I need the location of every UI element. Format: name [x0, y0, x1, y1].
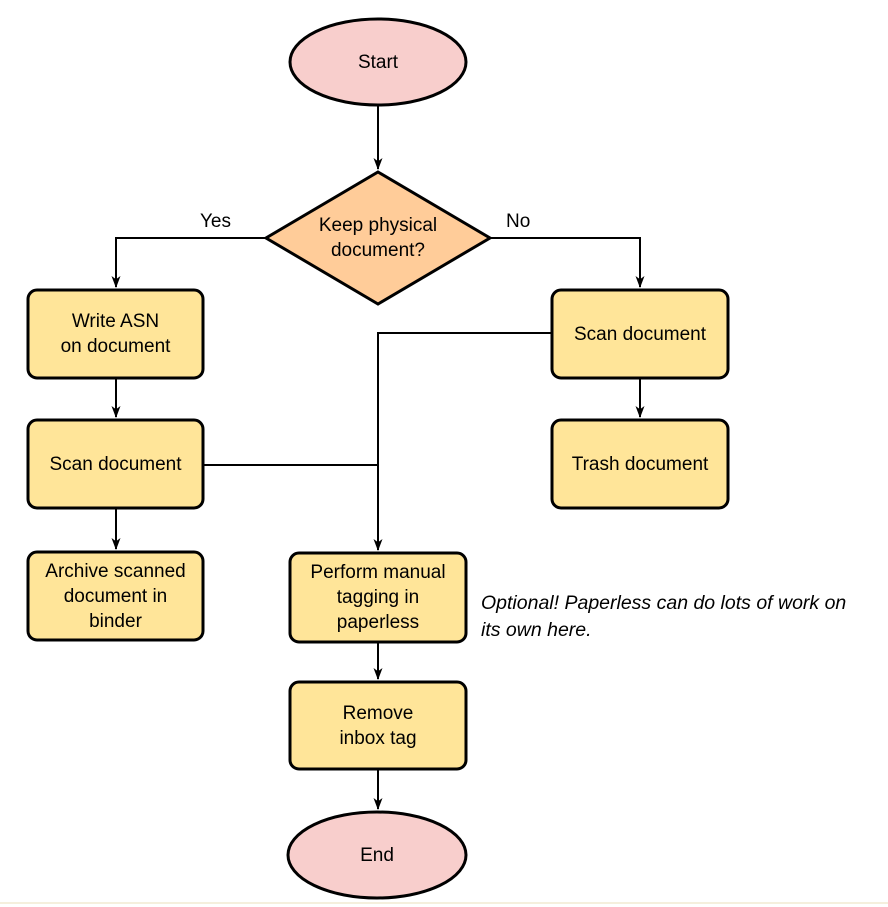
- write-asn-node: [26, 288, 205, 380]
- archive-node: [26, 550, 205, 642]
- flowchart-edges: [111, 105, 645, 810]
- edge-label-no: No: [504, 211, 533, 233]
- decision-node: [263, 170, 493, 306]
- end-node: [286, 810, 468, 900]
- trash-node: [550, 418, 730, 510]
- start-node: [288, 17, 468, 107]
- scan-right-node: [550, 288, 730, 380]
- edge-label-yes: Yes: [198, 211, 233, 233]
- bottom-edge-line: [0, 902, 888, 904]
- edge-scanright-to-tagging: [373, 332, 552, 551]
- perform-tagging-node: [288, 551, 468, 644]
- edge-decision-yes: [111, 237, 266, 288]
- remove-inbox-node: [288, 680, 468, 771]
- optional-annotation: Optional! Paperless can do lots of work …: [481, 592, 847, 641]
- edge-decision-no: [490, 237, 645, 288]
- scan-left-node: [26, 418, 205, 510]
